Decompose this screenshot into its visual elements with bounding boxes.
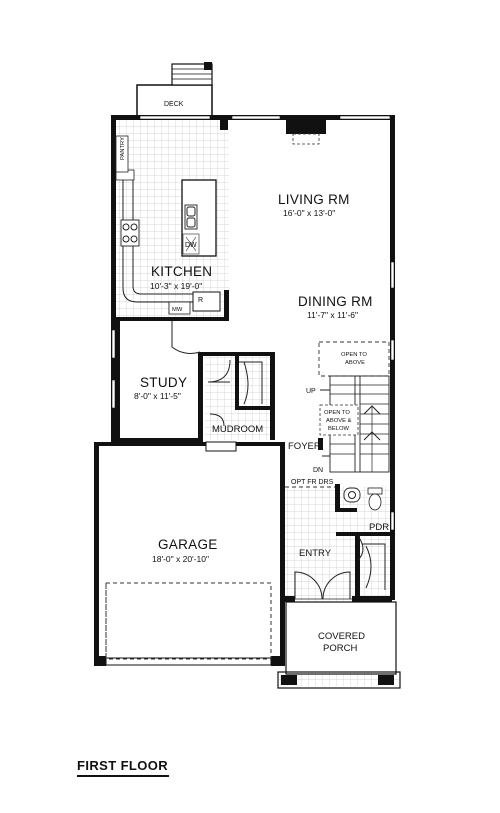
kitchen-dimensions: 10'-3" x 19'-0": [150, 281, 202, 291]
porch-tile-strip: [279, 674, 399, 686]
refrigerator-label: R: [198, 297, 203, 304]
dishwasher-label: DW: [185, 242, 197, 249]
mudroom-walls: [203, 352, 275, 452]
porch-label-line1: COVERED: [318, 631, 365, 642]
living-room-label: LIVING RM: [278, 192, 350, 207]
open-to-above-below-line2: ABOVE &: [326, 418, 352, 424]
garage-label: GARAGE: [158, 537, 218, 552]
microwave-label: MW: [172, 307, 183, 313]
mudroom-label: MUDROOM: [212, 424, 263, 435]
deck: [136, 62, 213, 120]
study-dimensions: 8'-0" x 11'-5": [134, 391, 181, 401]
entry-walls: [285, 484, 392, 602]
open-to-above-label-line1: OPEN TO: [341, 352, 367, 358]
kitchen-label: KITCHEN: [151, 264, 212, 279]
open-to-above-below-line3: BELOW: [328, 426, 349, 432]
optional-french-doors-label: OPT FR DRS: [291, 479, 334, 486]
entry-label: ENTRY: [299, 548, 332, 559]
pantry-label: PANTRY: [120, 137, 126, 160]
exterior-walls: [111, 115, 395, 600]
study-walls: [111, 317, 203, 443]
powder-room-label: PDR: [369, 522, 389, 533]
open-to-above-below-line1: OPEN TO: [324, 410, 350, 416]
open-to-above-label-line2: ABOVE: [345, 360, 365, 366]
garage-walls: [94, 442, 285, 666]
dining-room-dimensions: 11'-7" x 11'-6": [307, 310, 358, 320]
stairs-up-label: UP: [306, 388, 316, 395]
stairs: [318, 341, 390, 473]
floor-title-underline: [77, 775, 169, 777]
living-room-dimensions: 16'-0" x 13'-0": [283, 208, 335, 218]
garage-dimensions: 18'-0" x 20'-10": [152, 554, 209, 564]
floor-title: FIRST FLOOR: [77, 758, 169, 773]
deck-label: DECK: [164, 101, 184, 108]
porch-label-line2: PORCH: [323, 643, 357, 654]
dining-room-label: DINING RM: [298, 294, 373, 309]
foyer-label: FOYER: [288, 441, 321, 452]
kitchen-fixtures: PANTRY DW MW R: [111, 135, 229, 321]
covered-porch: [277, 601, 401, 689]
study-label: STUDY: [140, 375, 187, 390]
stairs-down-label: DN: [313, 467, 323, 474]
